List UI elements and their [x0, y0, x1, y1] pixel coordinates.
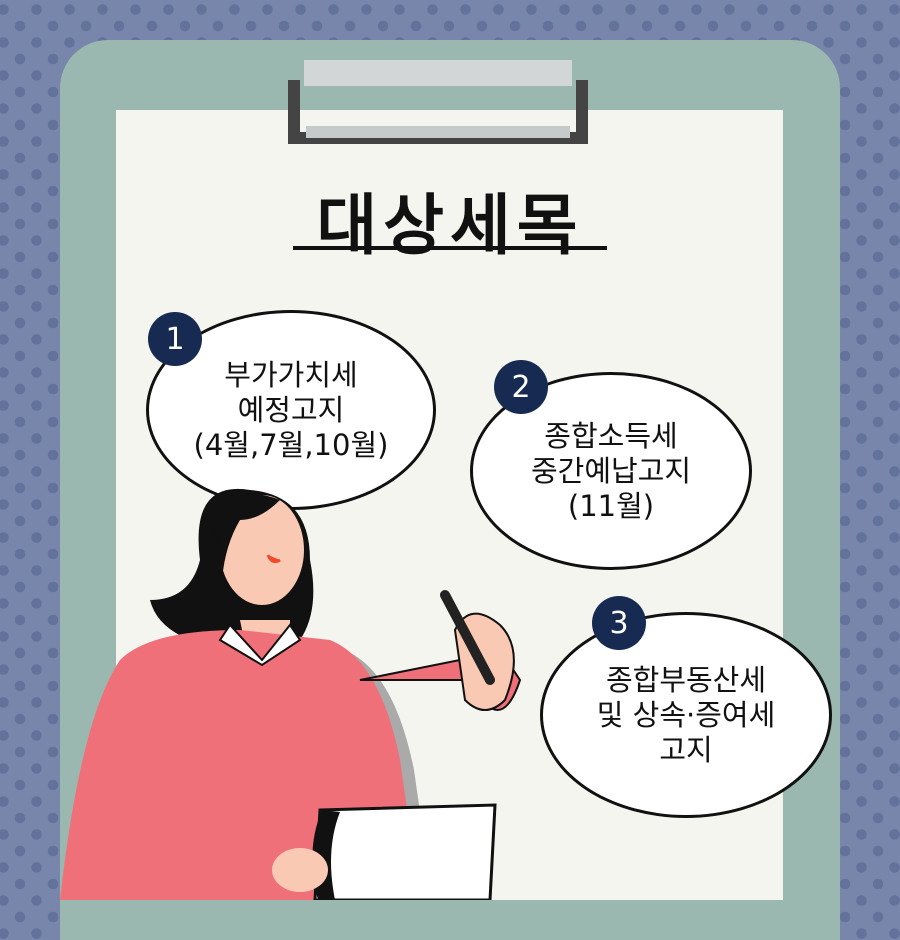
title-underline	[293, 246, 607, 250]
woman-illustration	[60, 488, 522, 900]
item-1-line: 부가가치세	[224, 357, 358, 392]
item-3-line: 및 상속·증여세	[596, 697, 776, 732]
badge-1: 1	[148, 312, 202, 366]
item-3-line: 종합부동산세	[605, 662, 767, 697]
item-2-line: (11월)	[567, 488, 655, 523]
item-1-line: (4월,7월,10월)	[193, 427, 389, 462]
bubble-item-1: 부가가치세 예정고지 (4월,7월,10월)	[146, 310, 436, 510]
item-2-line: 종합소득세	[544, 418, 678, 453]
item-2-line: 중간예납고지	[530, 453, 692, 488]
badge-2: 2	[494, 360, 548, 414]
clipboard-clip	[288, 60, 588, 144]
item-1-line: 예정고지	[237, 392, 345, 427]
badge-3: 3	[592, 596, 646, 650]
page-title: 대상세목	[316, 187, 584, 264]
item-3-line: 고지	[659, 732, 713, 767]
bubble-item-3: 종합부동산세 및 상속·증여세 고지	[540, 612, 832, 818]
